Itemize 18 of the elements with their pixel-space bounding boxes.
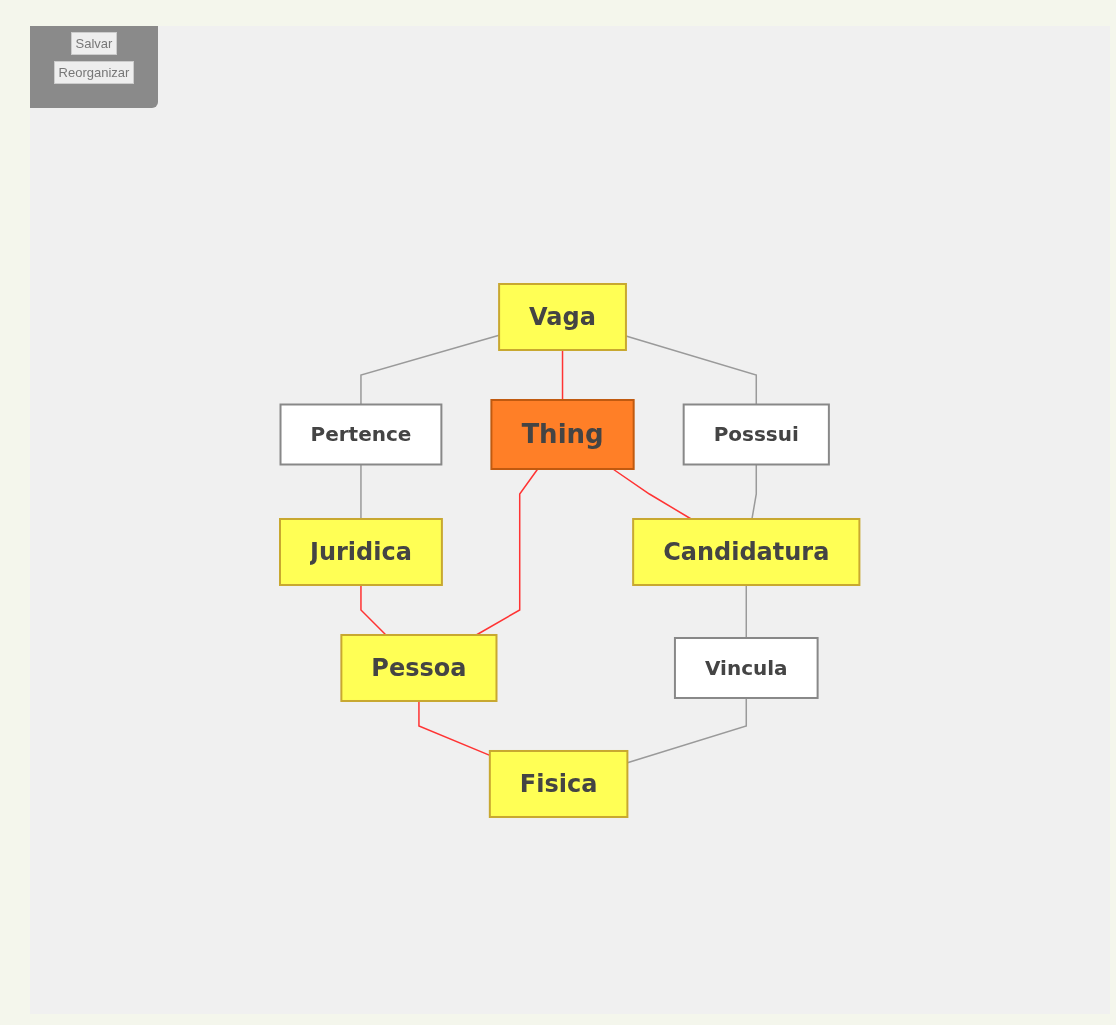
node-box: Vaga bbox=[498, 282, 628, 351]
connector bbox=[745, 583, 748, 639]
toolbar-button: Salvar bbox=[70, 32, 118, 55]
node-box: Fisica bbox=[489, 749, 629, 818]
connector bbox=[475, 467, 539, 636]
node-box: Pertence bbox=[279, 403, 443, 465]
node-box: Thing bbox=[490, 398, 635, 470]
node-box: Vincula bbox=[674, 636, 819, 699]
connector bbox=[751, 463, 758, 520]
node-box: Pessoa bbox=[340, 633, 498, 702]
connector bbox=[360, 583, 387, 636]
connector bbox=[612, 467, 693, 520]
toolbar-button: Reorganizar bbox=[53, 61, 135, 84]
node-box: Candidatura bbox=[632, 517, 861, 586]
node-box: Posssui bbox=[682, 403, 831, 465]
connector bbox=[418, 699, 491, 756]
connector bbox=[360, 463, 362, 520]
connector bbox=[562, 348, 564, 401]
